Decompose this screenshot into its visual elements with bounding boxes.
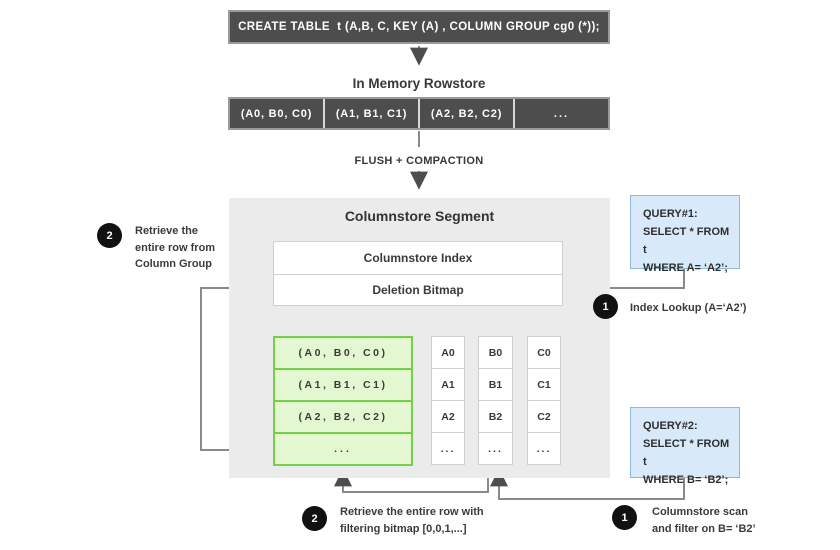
note-line: Retrieve the (135, 225, 198, 237)
step-1-badge: 1 (593, 294, 618, 319)
query2-line: QUERY#2: (643, 420, 698, 432)
deletion-bitmap-box: Deletion Bitmap (273, 274, 563, 306)
flush-compaction-label: FLUSH + COMPACTION (354, 155, 484, 167)
column-c: C0 C1 C2 ... (527, 336, 561, 465)
rowstore-cell: (A2, B2, C2) (420, 99, 515, 128)
column-cell: A0 (431, 336, 465, 369)
step-2-bottom-badge: 2 (302, 506, 327, 531)
column-cell: ... (527, 432, 561, 465)
column-group-box: (A0, B0, C0) (A1, B1, C1) (A2, B2, C2) .… (273, 336, 413, 466)
column-cell: B0 (478, 336, 513, 369)
column-b: B0 B1 B2 ... (478, 336, 513, 465)
segment-title: Columnstore Segment (344, 208, 495, 224)
step-2-badge: 2 (97, 223, 122, 248)
column-a: A0 A1 A2 ... (431, 336, 465, 465)
retrieve-column-group-note: Retrieve the entire row from Column Grou… (135, 223, 215, 273)
note-line: Retrieve the entire row with (340, 506, 484, 518)
column-cell: C2 (527, 400, 561, 433)
query2-box: QUERY#2: SELECT * FROM t WHERE B= ‘B2’; (630, 407, 740, 486)
retrieve-filtering-note: Retrieve the entire row with filtering b… (340, 504, 484, 537)
rowstore-bar: (A0, B0, C0) (A1, B1, C1) (A2, B2, C2) .… (228, 97, 610, 130)
column-cell: A1 (431, 368, 465, 401)
column-group-row: (A0, B0, C0) (275, 338, 411, 370)
column-cell: C0 (527, 336, 561, 369)
column-cell: C1 (527, 368, 561, 401)
rowstore-cell: ... (553, 107, 570, 120)
create-table-statement: CREATE TABLE t (A,B, C, KEY (A) , COLUMN… (228, 10, 610, 44)
query1-box: QUERY#1: SELECT * FROM t WHERE A= ‘A2’; (630, 195, 740, 274)
column-group-row: ... (334, 443, 352, 455)
query1-line: SELECT * FROM t (643, 226, 730, 256)
column-cell: ... (478, 432, 513, 465)
step-1-bottom-badge: 1 (612, 505, 637, 530)
column-cell: ... (431, 432, 465, 465)
rowstore-cell: (A0, B0, C0) (230, 99, 325, 128)
note-line: Column Group (135, 258, 212, 270)
columnstore-index-box: Columnstore Index (273, 241, 563, 275)
columnstore-segment: Columnstore Segment Columnstore Index De… (229, 198, 610, 478)
query2-line: SELECT * FROM t (643, 438, 730, 468)
column-group-row: (A1, B1, C1) (275, 370, 411, 402)
query2-line: WHERE B= ‘B2’; (643, 474, 729, 486)
query1-line: QUERY#1: (643, 208, 698, 220)
column-group-row: (A2, B2, C2) (275, 402, 411, 434)
note-line: and filter on B= ‘B2’ (652, 522, 756, 535)
column-cell: A2 (431, 400, 465, 433)
column-cell: B2 (478, 400, 513, 433)
query1-line: WHERE A= ‘A2’; (643, 262, 728, 274)
rowstore-cell: (A1, B1, C1) (325, 99, 420, 128)
note-line: filtering bitmap [0,0,1,...] (340, 522, 467, 535)
index-bitmap-stack: Columnstore Index Deletion Bitmap (273, 241, 563, 306)
index-lookup-note: Index Lookup (A=‘A2’) (630, 302, 747, 314)
columnstore-scan-note: Columnstore scan and filter on B= ‘B2’ (652, 504, 756, 537)
column-cell: B1 (478, 368, 513, 401)
note-line: Columnstore scan (652, 506, 748, 518)
rowstore-title: In Memory Rowstore (352, 76, 486, 91)
note-line: entire row from (135, 241, 216, 254)
